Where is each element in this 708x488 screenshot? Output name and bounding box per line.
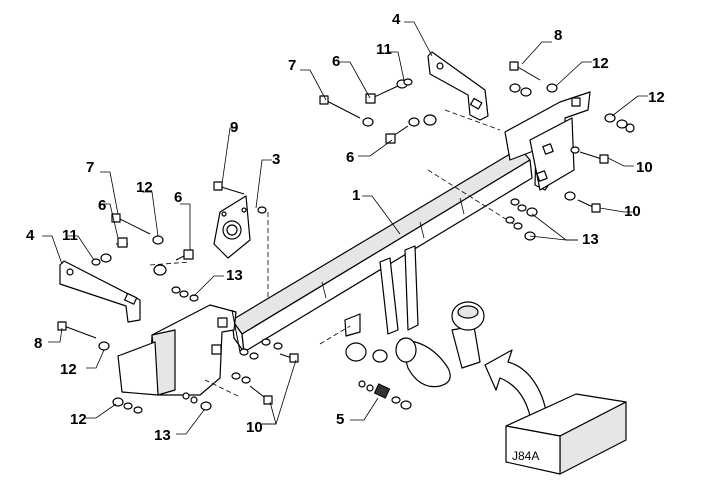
callout-4-left: 4 (26, 227, 35, 244)
callout-13-bottom: 13 (154, 427, 171, 444)
callout-3: 3 (272, 151, 280, 168)
callout-7-left: 7 (86, 159, 94, 176)
callout-12-left2: 12 (60, 361, 77, 378)
callout-11-top: 11 (376, 41, 392, 58)
callout-12-b: 12 (648, 89, 665, 106)
callout-12-bottom: 12 (70, 411, 87, 428)
callouts: 1 3 4 4 5 6 6 6 6 7 7 8 8 9 10 10 10 11 … (26, 11, 665, 444)
leader-lines (42, 21, 648, 435)
callout-12-a: 12 (592, 55, 609, 72)
callout-10-bottom: 10 (246, 419, 263, 436)
right-bracket (504, 91, 591, 191)
callout-13-right: 13 (582, 231, 599, 248)
callout-4-top: 4 (392, 11, 401, 28)
box-label: J84A (512, 449, 539, 463)
callout-8-top: 8 (554, 27, 562, 44)
left-side-plate (59, 260, 141, 323)
callout-11-left: 11 (62, 227, 78, 244)
callout-1: 1 (352, 187, 360, 204)
callout-13-left: 13 (226, 267, 243, 284)
callout-8-left: 8 (34, 335, 42, 352)
callout-9: 9 (230, 119, 238, 136)
callout-10-b: 10 (624, 203, 641, 220)
callout-7-top: 7 (288, 57, 296, 74)
tow-neck (344, 245, 485, 388)
alignment-lines (149, 109, 521, 397)
box-j84a: J84A (505, 393, 627, 475)
socket-plate (213, 195, 251, 259)
callout-5: 5 (336, 411, 344, 428)
callout-12-left: 12 (136, 179, 153, 196)
crossbar (231, 147, 533, 353)
fasteners (57, 61, 635, 414)
callout-10-a: 10 (636, 159, 653, 176)
callout-6-left2: 6 (174, 189, 182, 206)
callout-6-mid: 6 (346, 149, 354, 166)
callout-6-top: 6 (332, 53, 340, 70)
top-side-plate (427, 51, 489, 121)
left-bracket (117, 304, 241, 396)
callout-6-left: 6 (98, 197, 106, 214)
